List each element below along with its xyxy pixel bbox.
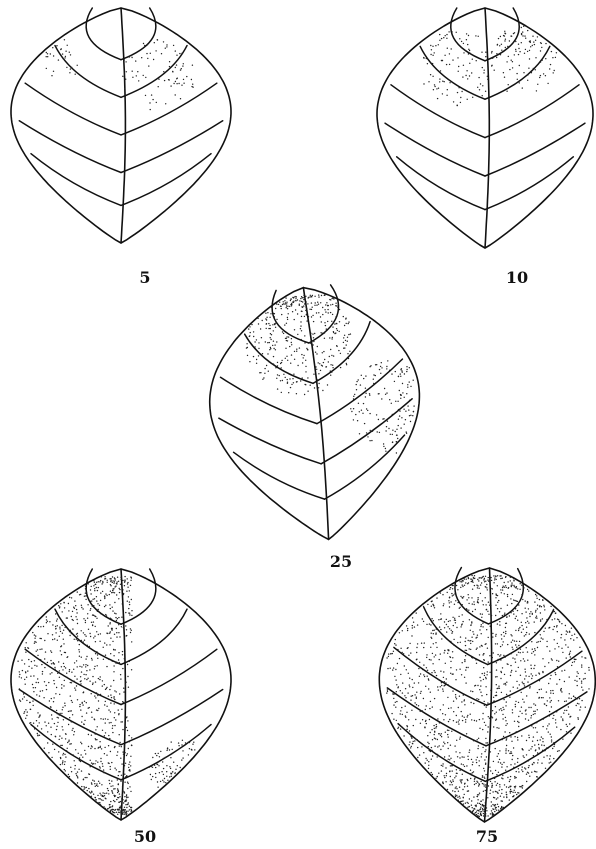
- vein-right: [488, 610, 554, 665]
- vein-right: [485, 46, 550, 99]
- leaf-outline: [11, 8, 231, 243]
- leaf-outline: [11, 569, 231, 820]
- vein-left: [219, 418, 321, 464]
- vein-right: [121, 609, 187, 664]
- leaf-midrib: [485, 568, 492, 822]
- lesion-stipple: [246, 294, 415, 453]
- vein-right: [121, 46, 187, 98]
- leaf-midrib: [485, 8, 489, 248]
- leaf-10-percent: [377, 8, 593, 248]
- leaf-5-percent: [11, 8, 231, 243]
- vein-left: [86, 8, 121, 60]
- label-75-percent: 75: [476, 827, 498, 846]
- leaf-50-percent: [11, 569, 231, 820]
- vein-left: [394, 647, 487, 705]
- vein-left: [221, 377, 318, 423]
- label-25-percent: 25: [330, 552, 352, 571]
- vein-left: [234, 452, 325, 499]
- label-10-percent: 10: [506, 268, 528, 287]
- vein-right: [313, 322, 370, 384]
- vein-left: [451, 8, 485, 61]
- vein-right: [121, 8, 156, 60]
- vein-left: [420, 46, 485, 99]
- label-5-percent: 5: [139, 268, 150, 287]
- vein-left: [424, 607, 488, 664]
- vein-right: [485, 8, 519, 61]
- lesion-stipple: [17, 576, 195, 816]
- vein-left: [55, 46, 121, 98]
- leaf-25-percent: [210, 285, 420, 540]
- vein-right: [121, 569, 156, 624]
- lesion-stipple: [46, 39, 194, 110]
- vein-left: [86, 569, 121, 624]
- vein-left: [55, 609, 121, 664]
- vein-right: [317, 359, 402, 424]
- label-50-percent: 50: [134, 827, 156, 846]
- leaf-75-percent: [379, 568, 595, 823]
- vein-left: [387, 688, 486, 746]
- leaf-midrib: [121, 8, 125, 243]
- leaf-outline: [210, 288, 420, 540]
- leaf-outline: [377, 8, 593, 248]
